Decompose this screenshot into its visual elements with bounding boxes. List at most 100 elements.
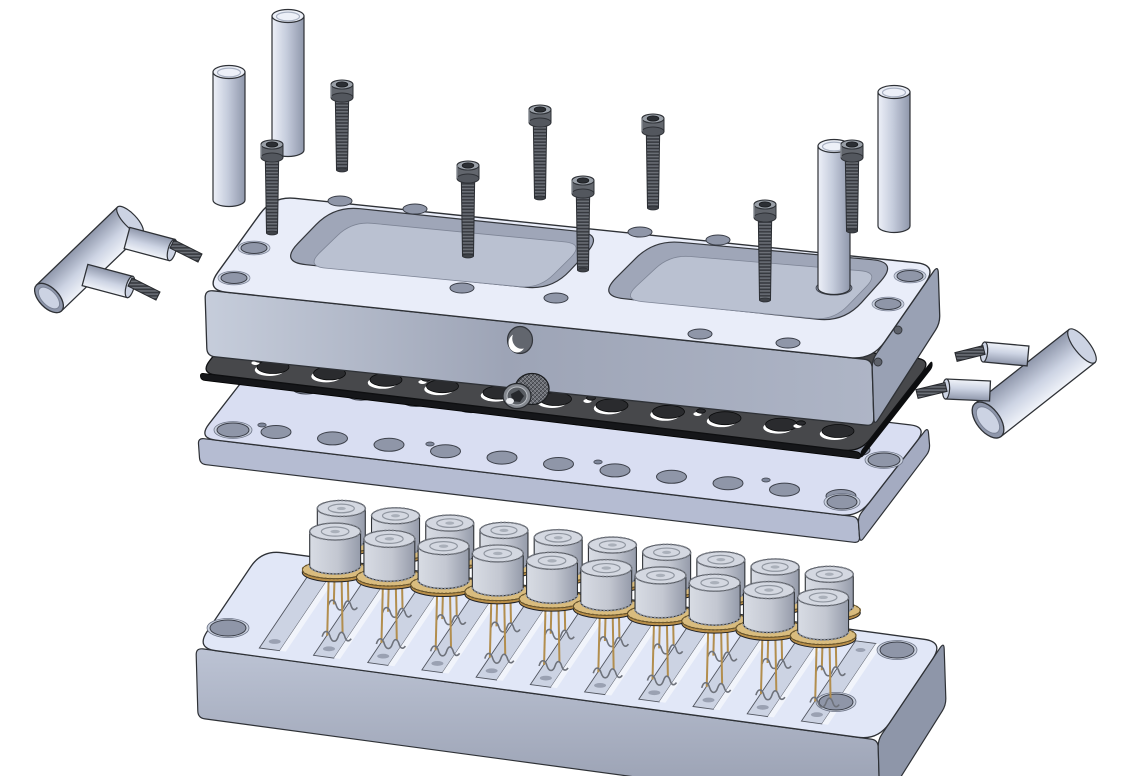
threaded-stud [127,277,161,301]
threaded-standoff [915,378,992,402]
diode-carrier-plate [195,551,947,776]
lead-clip [321,630,352,642]
screw-clearance-hole [449,282,475,294]
lead-clip [652,643,684,655]
diode-lead [448,587,453,648]
socket-head-cap-screw [753,199,777,303]
hex-socket [646,115,660,122]
threaded-standoff [954,341,1030,367]
diode-lead [828,638,832,699]
to-can-diode [355,529,423,650]
socket-head-cap-screw [840,139,864,234]
mid-plate-hole [317,431,348,446]
screw-clearance-hole [327,195,353,207]
lead-clip [375,637,407,650]
screw-clearance-hole [874,298,902,310]
lead-clip [598,636,630,648]
cap-screws [260,79,864,303]
threaded-standoff [123,226,203,263]
threaded-stud [954,345,986,362]
to-can-diode [735,580,803,701]
threaded-shank [460,177,476,257]
mid-plate-hole [373,437,405,452]
dowel-pin [212,64,246,208]
lead-clip [490,621,521,633]
hex-socket [335,81,349,88]
diode-channel-grooves [258,567,883,725]
lead-clip [646,674,678,686]
threaded-shank [645,130,661,209]
diode-lead [380,579,385,644]
diode-lead [774,631,778,692]
screw-clearance-hole [687,328,713,340]
diode-lead [557,601,561,662]
mid-plate-hole [486,450,518,465]
diode-lead [434,587,439,651]
diode-lead [705,623,710,687]
threaded-shank [575,192,591,271]
hex-socket [845,141,859,148]
hex-socket [576,177,590,184]
diode-lead [326,572,330,636]
lead-clip [700,681,732,694]
diode-lead [814,638,818,702]
hex-socket [461,162,475,169]
socket-head-cap-screw [641,113,665,211]
lead-clip [429,645,461,657]
knurled-thumbscrew [502,372,550,410]
screw-clearance-hole [543,292,569,304]
diode-lead [720,623,724,684]
hex-socket [758,201,772,208]
lead-clip [707,650,738,662]
mid-plate-hole [430,444,461,459]
diode-lead [503,594,507,655]
threaded-stud [169,239,203,263]
pull-handle-left [33,205,203,314]
mid-plate-hole [543,457,574,471]
diode-lead [543,601,547,665]
diode-lead [611,609,615,670]
clamp-pocket [290,207,595,289]
mid-plate-hole [656,469,687,484]
screw-clearance-hole [402,203,428,215]
screw-clearance-hole [240,242,268,254]
dowel-pin [877,84,911,234]
mid-plate-hole [599,463,631,478]
threaded-shank [532,121,548,199]
lead-clip [484,652,515,664]
lead-clip [435,614,467,626]
diode-lead [340,572,344,633]
to-can-diode [572,558,640,679]
socket-head-cap-screw [571,175,595,273]
lead-clip [755,689,786,701]
front-face-hole [506,325,534,355]
dowel-pins [212,8,911,296]
socket-head-cap-screw [528,104,552,201]
threaded-shank [334,96,350,171]
handle-mount-hole [873,357,883,367]
diode-lead [488,594,493,658]
screw-clearance-hole [896,270,924,282]
screw-clearance-hole [627,226,653,238]
lead-clip [809,696,840,708]
lead-clip [815,665,846,677]
hex-socket [265,141,279,148]
lead-clip [544,628,575,640]
to-can-diode [410,536,478,657]
mid-plate-hole [769,482,800,497]
diode-lead [759,631,764,695]
socket-head-cap-screw [260,139,284,236]
to-can-laser-diodes [301,499,861,708]
threaded-stud [915,382,948,399]
lead-clip [381,606,413,619]
handle-mount-hole [893,325,903,335]
screw-clearance-hole [220,272,248,284]
diode-lead [651,616,656,680]
socket-head-cap-screw [456,160,480,259]
lead-clip [592,667,623,679]
diode-front-row [301,522,857,708]
to-can-diode [464,544,532,664]
screw-clearance-hole [775,337,801,349]
